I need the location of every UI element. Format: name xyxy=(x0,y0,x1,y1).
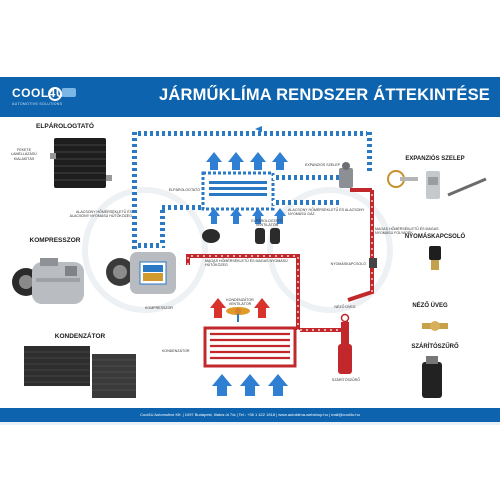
pressure-switch-photo xyxy=(420,244,450,274)
low-pressure-liquid-label: ALACSONY HŐMÉRSÉKLETŰ ÉS ALACSONY NYOMÁS… xyxy=(69,210,132,219)
high-pressure-liquid-label: MAGAS HŐMÉRSÉKLETŰ ÉS MAGAS NYOMÁSÚ FOLY… xyxy=(375,227,439,236)
dryer-symbol xyxy=(338,344,352,374)
evaporator-photo xyxy=(50,135,112,193)
sight-glass-label: NÉZŐ ÜVEG xyxy=(334,305,356,309)
evaporator-core xyxy=(201,171,339,211)
logo-tag-icon xyxy=(62,88,76,97)
dryer-panel-title: SZÁRÍTÓSZŰRŐ xyxy=(411,344,459,350)
pressure-switch-label: NYOMÁSKAPCSOLÓ xyxy=(330,262,366,266)
cold-airflow-arrows xyxy=(206,152,288,170)
expansion-valve-symbol xyxy=(339,162,353,188)
evaporator-fan-icon xyxy=(202,228,280,244)
condenser-fan-icon xyxy=(226,307,250,322)
compressor-photo xyxy=(10,248,90,314)
expansion-valve-panel-title: EXPANZIÓS SZELEP xyxy=(405,156,465,162)
compressor-label: KOMPRESSZOR xyxy=(145,306,173,310)
expansion-valve-photo xyxy=(382,165,492,205)
sight-glass-symbol xyxy=(340,313,350,323)
condenser-fan-label: KONDENZÁTOR VENTILÁTOR xyxy=(226,298,254,307)
dryer-label: SZÁRÍTÓSZŰRŐ xyxy=(331,378,361,382)
dryer-photo xyxy=(412,356,452,402)
low-pressure-line xyxy=(132,131,372,249)
condenser-label: KONDENZÁTOR xyxy=(162,349,190,353)
condenser-photo xyxy=(20,340,140,402)
evaporator-panel-title: ELPÁROLOGTATÓ xyxy=(36,123,94,130)
evaporator-fan-label: ELPÁROLOGTATÓ VENTILÁTOR xyxy=(251,219,283,228)
sight-glass-panel-title: NÉZŐ ÜVEG xyxy=(412,303,448,309)
evaporator-label: ELPÁROLOGTATÓ xyxy=(168,188,200,192)
pressure-switch-panel-title: NYOMÁSKAPCSOLÓ xyxy=(404,234,466,240)
high-pressure-gas-label: MAGAS HŐMÉRSÉKLETŰ ÉS MAGAS NYOMÁSÚ HŰTŐ… xyxy=(205,259,288,268)
low-pressure-gas-label: ALACSONY HŐMÉRSÉKLETŰ ÉS ALACSONY NYOMÁS… xyxy=(288,208,365,217)
expansion-valve-label: EXPANZIÓS SZELEP xyxy=(305,163,341,167)
hot-airflow-arrows xyxy=(210,298,270,318)
footer-contact: Cool4U Automotive Kft. | 1097 Budapest, … xyxy=(140,412,360,417)
footer-stripe xyxy=(0,422,500,425)
sight-glass-photo xyxy=(420,318,450,334)
brand-tagline: AUTOMOTIVE SOLUTIONS xyxy=(12,102,63,106)
footer-bar xyxy=(0,408,500,422)
compressor-panel-title: KOMPRESSZOR xyxy=(29,237,81,244)
condenser-panel-title: KONDENZÁTOR xyxy=(54,333,106,340)
condenser-core xyxy=(203,326,297,368)
header-bar xyxy=(0,77,500,117)
evaporator-panel-note: FEKETE LAMELLÁZÁSÚ KIALAKÍTÁS xyxy=(11,148,37,161)
page-title: JÁRMŰKLÍMA RENDSZER ÁTTEKINTÉSE xyxy=(158,86,490,104)
logo-badge-icon xyxy=(48,87,62,101)
pressure-switch-symbol xyxy=(369,258,377,268)
compressor-symbol xyxy=(106,252,176,294)
